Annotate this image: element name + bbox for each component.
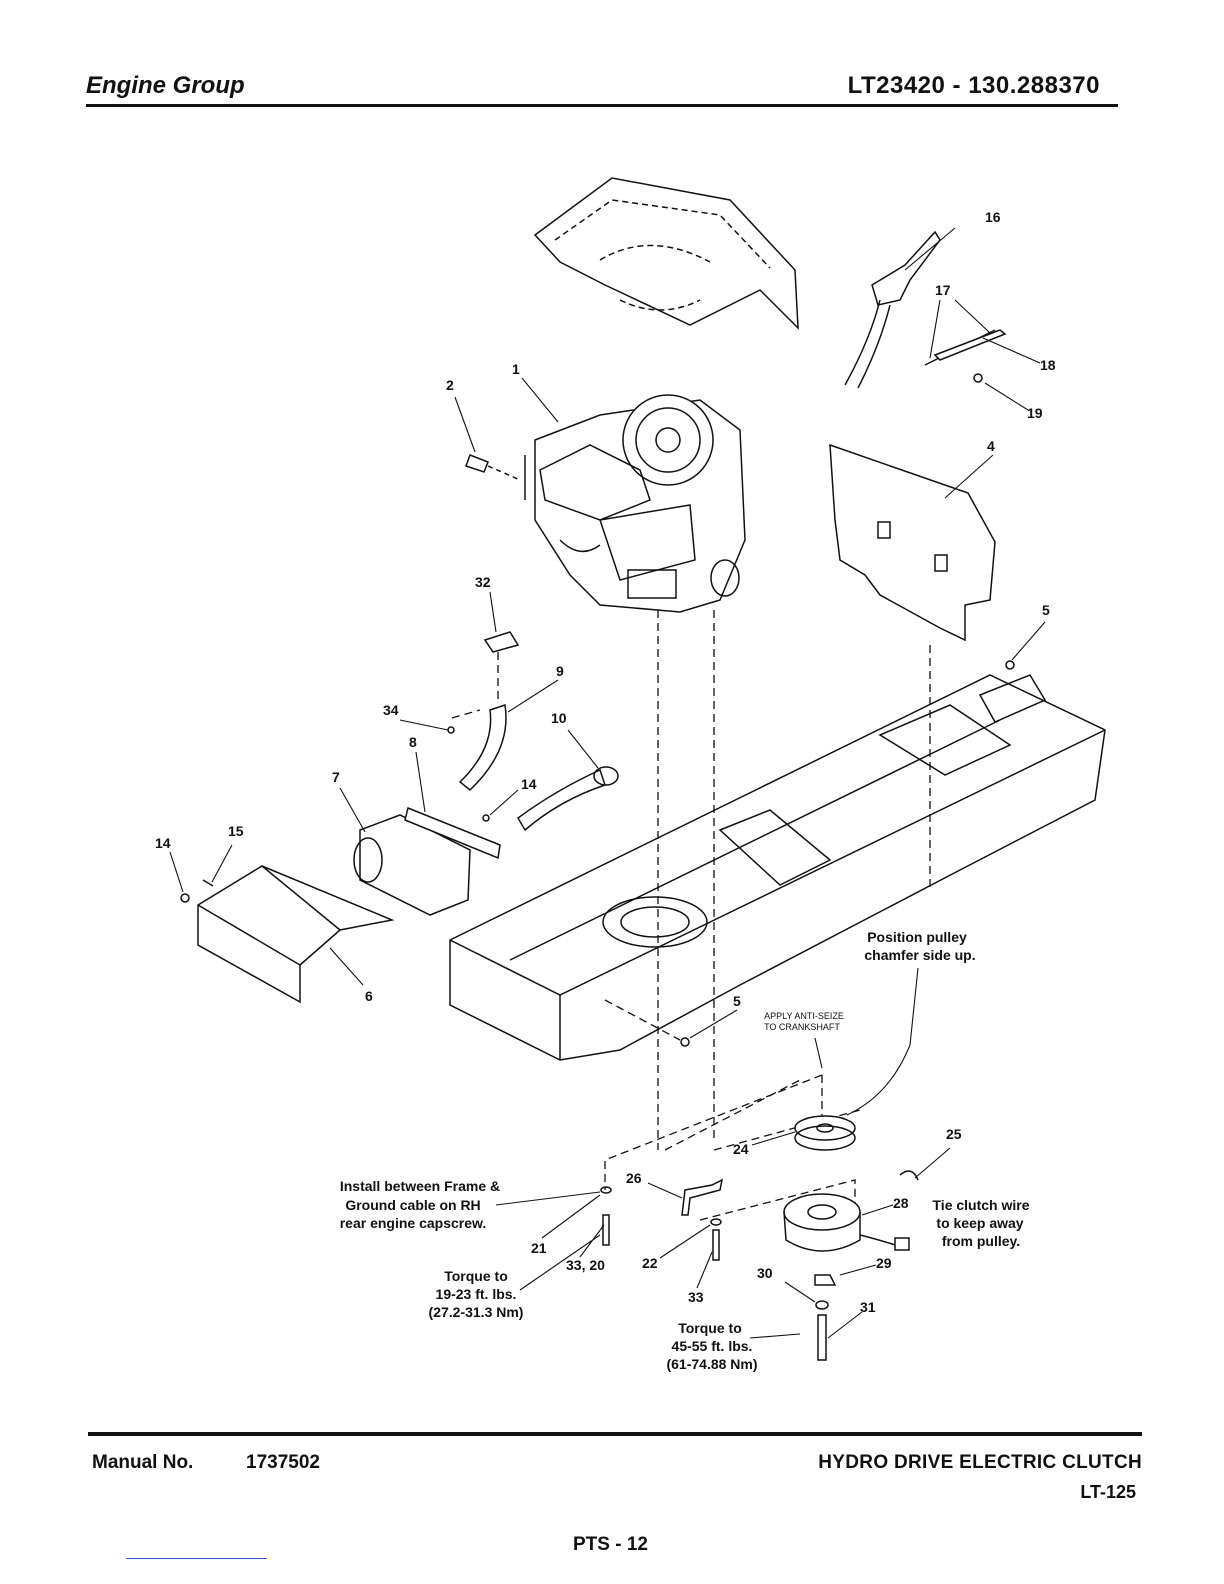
bolt-31-part <box>817 1314 827 1361</box>
washer-21-part <box>600 1186 612 1194</box>
screw-14a-part <box>482 814 490 822</box>
engine-shroud-part <box>533 177 799 330</box>
callout-33: 33 <box>688 1289 704 1305</box>
footer-link-underline <box>126 1558 267 1559</box>
note-ground-line2: Ground cable on RH <box>345 1197 480 1213</box>
callout-25: 25 <box>946 1126 962 1142</box>
note-torque1-line3: (27.2-31.3 Nm) <box>429 1304 524 1320</box>
note-ground-line3: rear engine capscrew. <box>340 1215 487 1231</box>
callout-5b: 5 <box>733 993 741 1009</box>
note-ground-line1: Install between Frame & <box>340 1178 500 1194</box>
callout-6: 6 <box>365 988 373 1004</box>
note-clutch-wire-line3: from pulley. <box>942 1233 1020 1249</box>
manual-label: Manual No. <box>92 1452 194 1473</box>
screw-14b-part <box>180 893 190 903</box>
callout-21: 21 <box>531 1240 547 1256</box>
callout-32: 32 <box>475 574 491 590</box>
callout-4: 4 <box>987 438 995 454</box>
muffler-part <box>353 814 471 916</box>
note-anti-seize-line2: TO CRANKSHAFT <box>764 1022 840 1032</box>
screw-5b-part <box>680 1037 690 1047</box>
callout-22: 22 <box>642 1255 658 1271</box>
callout-9: 9 <box>556 663 564 679</box>
callout-8: 8 <box>409 734 417 750</box>
bracket-part <box>404 806 501 860</box>
callout-1: 1 <box>512 361 520 377</box>
exhaust-pipe-part <box>458 704 507 791</box>
note-torque1-line1: Torque to <box>444 1268 508 1284</box>
callout-33-20: 33, 20 <box>566 1257 605 1273</box>
note-clutch-wire-line1: Tie clutch wire <box>933 1197 1030 1213</box>
note-clutch-wire-line2: to keep away <box>936 1215 1023 1231</box>
screw-5a-part <box>1005 660 1015 670</box>
footer-code: LT-125 <box>1080 1482 1136 1502</box>
note-torque2-line2: 45-55 ft. lbs. <box>672 1338 753 1354</box>
page-header: Engine Group LT23420 - 130.288370 <box>86 70 1118 107</box>
callout-17: 17 <box>935 282 951 298</box>
muffler-guard-part <box>197 865 395 1004</box>
electric-clutch-part <box>783 1193 910 1252</box>
note-anti-seize-line1: APPLY ANTI-SEIZE <box>764 1011 844 1021</box>
pulley-part <box>794 1115 856 1151</box>
washer-22-part <box>710 1218 722 1226</box>
clip-25-part <box>899 1170 919 1181</box>
footer-divider <box>88 1432 1142 1436</box>
callout-14b: 14 <box>155 835 171 851</box>
callout-29: 29 <box>876 1255 892 1271</box>
callout-7: 7 <box>332 769 340 785</box>
clip-15-part <box>202 879 214 887</box>
callout-5a: 5 <box>1042 602 1050 618</box>
callout-26: 26 <box>626 1170 642 1186</box>
model-number: LT23420 - 130.288370 <box>847 72 1100 99</box>
exploded-parts-diagram: 1 2 4 5 5 6 7 8 9 10 14 14 15 16 17 18 1… <box>155 177 1106 1372</box>
note-torque2-line1: Torque to <box>678 1320 742 1336</box>
note-pulley-line2: chamfer side up. <box>864 947 975 963</box>
page-number: PTS - 12 <box>573 1534 648 1555</box>
footer-title: HYDRO DRIVE ELECTRIC CLUTCH <box>818 1452 1142 1473</box>
washer-30-part <box>815 1300 829 1310</box>
throttle-control-part <box>844 230 1007 389</box>
section-title: Engine Group <box>86 72 245 99</box>
callout-31: 31 <box>860 1299 876 1315</box>
note-torque1-line2: 19-23 ft. lbs. <box>436 1286 517 1302</box>
note-pulley-line1: Position pulley <box>867 929 967 945</box>
callout-30: 30 <box>757 1265 773 1281</box>
exhaust-pipe-part-10 <box>517 768 606 832</box>
callout-19: 19 <box>1027 405 1043 421</box>
bolt-33-part <box>712 1229 720 1261</box>
callout-14a: 14 <box>521 776 537 792</box>
callout-10: 10 <box>551 710 567 726</box>
bracket-26-part <box>681 1178 724 1216</box>
callout-18: 18 <box>1040 357 1056 373</box>
callout-15: 15 <box>228 823 244 839</box>
key-29-part <box>814 1274 837 1286</box>
callout-16: 16 <box>985 209 1001 225</box>
fitting-part <box>465 454 489 473</box>
callout-24: 24 <box>733 1141 749 1157</box>
callout-2: 2 <box>446 377 454 393</box>
fastener-34-part <box>447 726 455 734</box>
gasket-part <box>483 631 520 653</box>
bolt-33-20-part <box>602 1214 610 1246</box>
callout-34: 34 <box>383 702 399 718</box>
callout-28: 28 <box>893 1195 909 1211</box>
note-torque2-line3: (61-74.88 Nm) <box>666 1356 757 1372</box>
manual-number: 1737502 <box>246 1452 320 1473</box>
engine-part <box>524 394 746 613</box>
heat-shield-part <box>829 443 996 642</box>
frame-part <box>449 674 1106 1061</box>
